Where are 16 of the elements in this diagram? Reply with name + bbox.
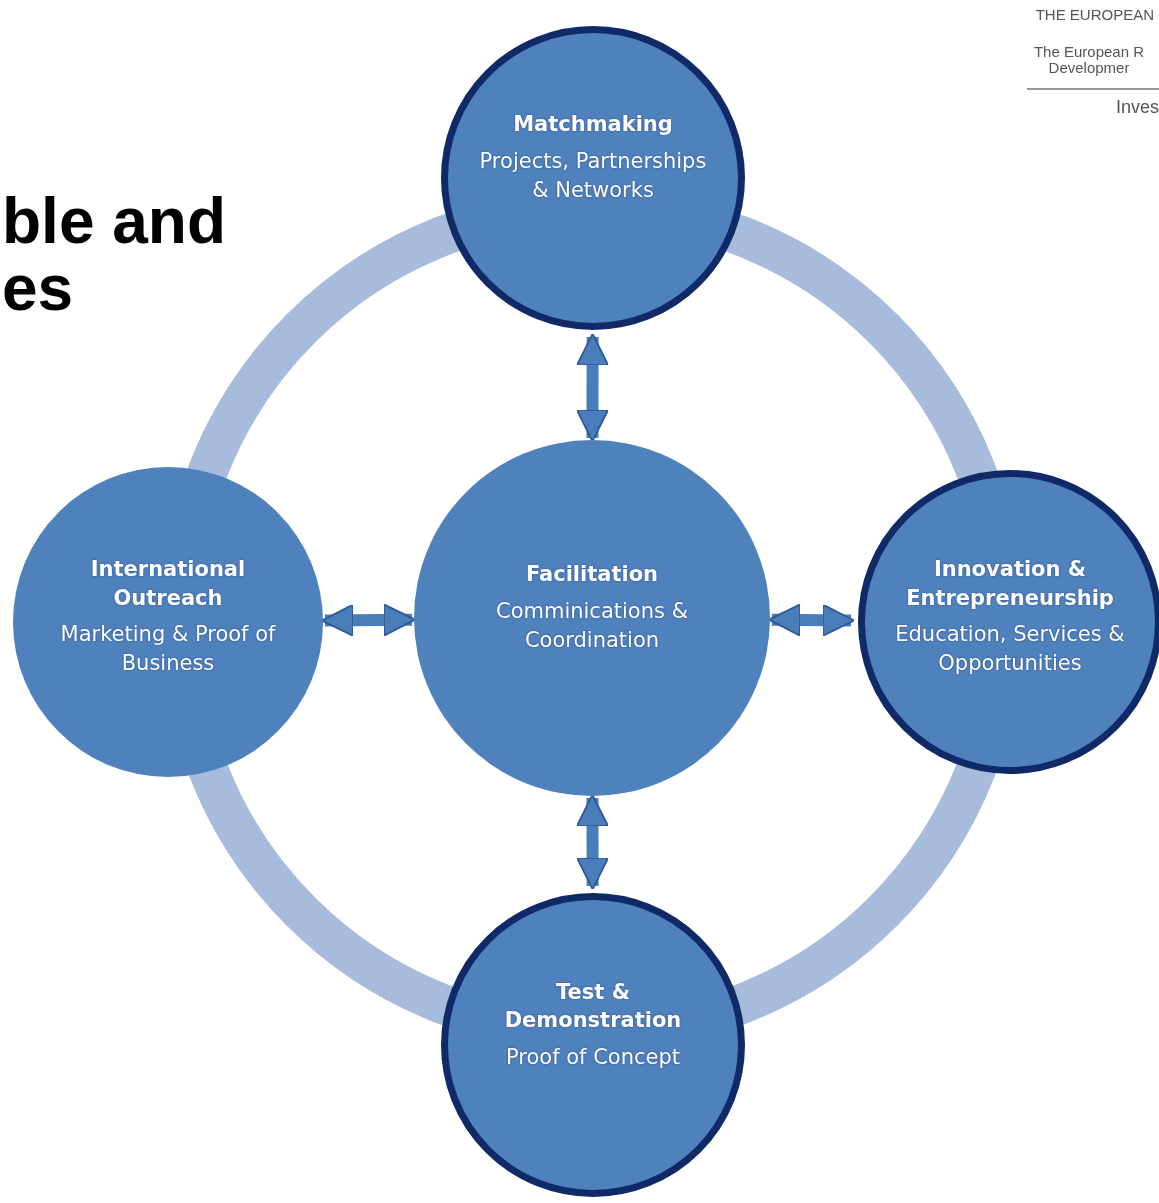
header-text: The European R Developmer	[1032, 44, 1146, 76]
node-heading: Test & Demonstration	[503, 978, 683, 1035]
node-description: Projects, Partnerships & Networks	[478, 147, 708, 205]
node-description: Marketing & Proof of Business	[59, 620, 277, 678]
double-arrow	[575, 332, 610, 443]
node-heading: International Outreach	[89, 556, 247, 612]
header-text: Inves	[1115, 97, 1159, 118]
header-text: THE EUROPEAN	[1035, 6, 1154, 23]
double-arrow	[575, 793, 610, 891]
node-description: Education, Services & Opportunities	[894, 620, 1126, 678]
node-heading: Innovation & Entrepreneurship	[905, 556, 1115, 612]
node-heading: Facilitation	[525, 561, 659, 589]
node-heading: Matchmaking	[513, 111, 673, 139]
node-description: Comminications & Coordination	[494, 597, 689, 655]
heading: ble and es	[2, 188, 228, 323]
node-description: Proof of Concept	[506, 1043, 680, 1071]
